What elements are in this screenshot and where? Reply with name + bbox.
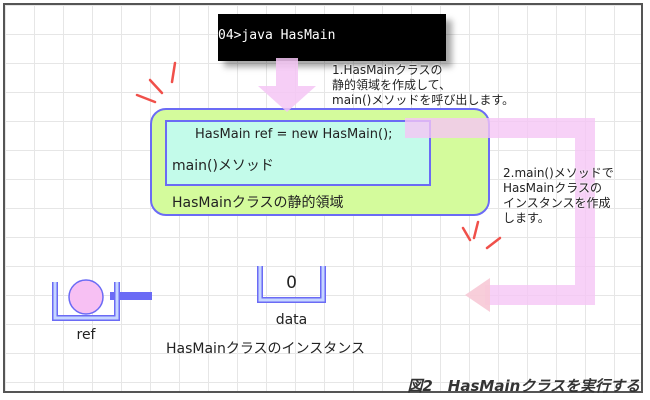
reference-circle xyxy=(68,279,104,315)
l-arrow-head xyxy=(465,278,490,312)
code-statement: HasMain ref = new HasMain(); xyxy=(195,127,393,142)
ref-variable-slot xyxy=(52,282,120,321)
l-arrow xyxy=(405,118,595,305)
terminal-command: 04>java HasMain xyxy=(218,28,336,43)
step1-note: 1.HasMainクラスの 静的領域を作成して、 main()メソッドを呼び出し… xyxy=(332,63,515,107)
ref-label: ref xyxy=(76,327,96,343)
static-area-label: HasMainクラスの静的領域 xyxy=(172,195,344,211)
instance-label: HasMainクラスのインスタンス xyxy=(166,341,365,357)
reference-connector xyxy=(110,292,152,300)
data-field-slot xyxy=(257,266,326,303)
down-arrow xyxy=(258,58,316,112)
figure-caption: 図2 HasMainクラスを実行する xyxy=(407,377,640,395)
spark-icon xyxy=(135,61,502,250)
step2-note: 2.main()メソッドで HasMainクラスの インスタンスを作成 します。 xyxy=(503,166,614,225)
main-method-box xyxy=(165,120,431,186)
terminal-window: 04>java HasMain xyxy=(218,14,446,61)
data-field-name: data xyxy=(275,312,308,328)
method-label: main()メソッド xyxy=(172,158,274,174)
data-value: 0 xyxy=(286,273,297,293)
